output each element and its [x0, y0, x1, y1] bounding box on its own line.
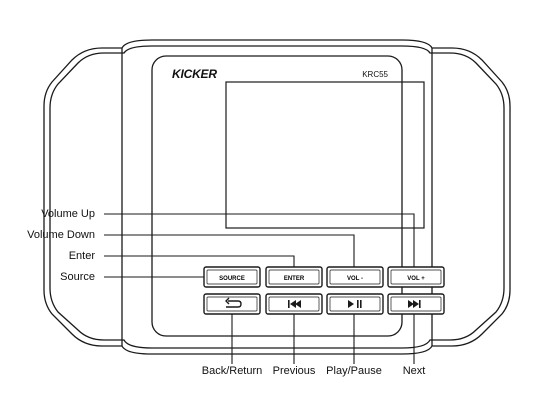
- vol-up-button-label: VOL +: [407, 276, 425, 282]
- front-bezel: [151, 55, 403, 337]
- callout-back-return: Back/Return: [201, 365, 263, 377]
- callout-enter: Enter: [68, 250, 95, 262]
- vol-up-button[interactable]: [387, 266, 445, 288]
- model-label: KRC55: [362, 70, 388, 79]
- bottom-button-row: [203, 293, 445, 315]
- vol-down-button[interactable]: [326, 266, 384, 288]
- housing-outer: [43, 39, 511, 355]
- display-screen: [225, 81, 425, 229]
- leader-volume-down: [104, 234, 355, 267]
- enter-button-label: ENTER: [284, 276, 305, 282]
- callout-play-pause: Play/Pause: [326, 365, 382, 377]
- top-button-row: [203, 266, 445, 288]
- device-housing: [43, 39, 511, 355]
- back-return-icon: [225, 297, 242, 308]
- skip-next-icon: [408, 300, 421, 308]
- housing-inner: [49, 45, 505, 349]
- play-pause-button[interactable]: [326, 293, 384, 315]
- skip-previous-icon: [288, 300, 301, 308]
- callout-volume-up: Volume Up: [41, 208, 95, 220]
- leader-enter: [104, 255, 295, 267]
- leader-lines: [104, 213, 415, 364]
- play-pause-icon: [348, 300, 362, 308]
- leader-volume-up: [104, 213, 415, 267]
- vol-down-button-label: VOL -: [347, 276, 363, 282]
- top-button-inner: [206, 269, 442, 285]
- callout-volume-down: Volume Down: [27, 229, 95, 241]
- callout-next: Next: [402, 365, 426, 377]
- kicker-logo: KICKER: [172, 67, 217, 81]
- source-button-label: SOURCE: [219, 276, 245, 282]
- callout-previous: Previous: [272, 365, 316, 377]
- callout-source: Source: [60, 271, 95, 283]
